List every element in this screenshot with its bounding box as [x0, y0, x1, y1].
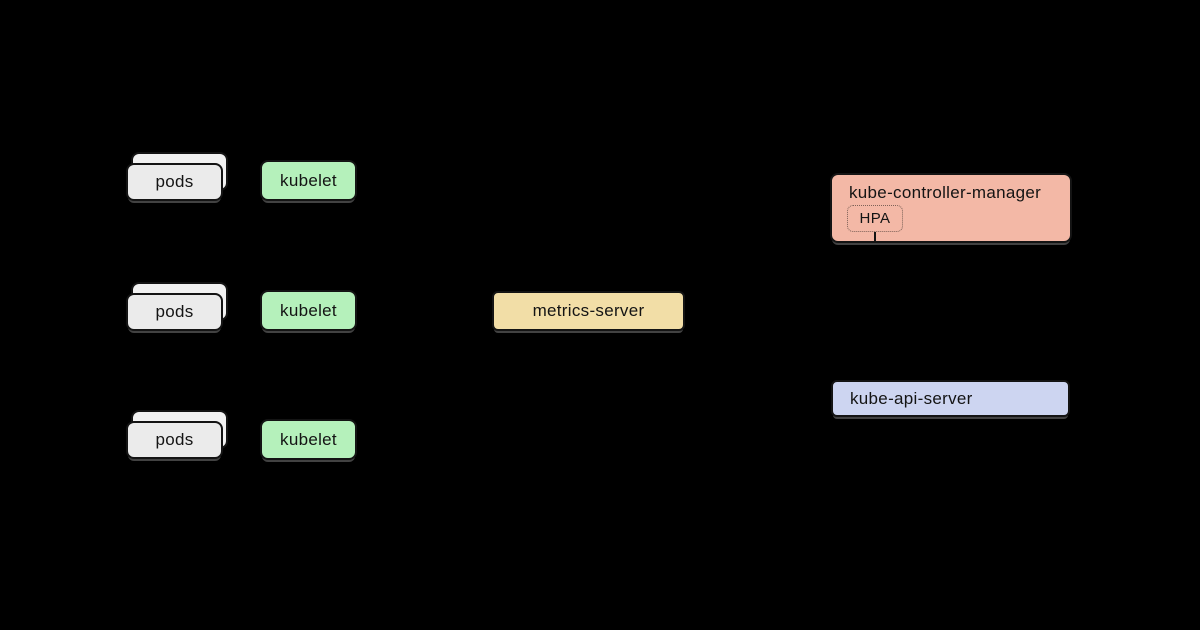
pods-card-front: pods — [126, 421, 223, 459]
pods-node: pods — [126, 282, 228, 332]
hpa-label: HPA — [859, 210, 891, 227]
kubelet-label: kubelet — [280, 300, 337, 320]
pods-label: pods — [155, 172, 194, 191]
kubelet-node: kubelet — [260, 419, 357, 460]
pods-label: pods — [155, 430, 194, 449]
pods-node: pods — [126, 152, 228, 202]
hpa-connector-line — [874, 232, 876, 241]
kubelet-label: kubelet — [280, 429, 337, 449]
kubelet-label: kubelet — [280, 170, 337, 190]
pods-card-front: pods — [126, 293, 223, 331]
pods-label: pods — [155, 302, 194, 321]
pods-card-front: pods — [126, 163, 223, 201]
metrics-server-node: metrics-server — [492, 291, 685, 331]
kube-controller-manager-node: kube-controller-manager HPA — [830, 173, 1072, 243]
kube-controller-manager-label: kube-controller-manager — [849, 183, 1042, 202]
kube-api-server-label: kube-api-server — [850, 388, 973, 408]
metrics-server-label: metrics-server — [532, 301, 645, 320]
hpa-node: HPA — [847, 205, 903, 232]
kube-api-server-node: kube-api-server — [831, 380, 1070, 417]
kubelet-node: kubelet — [260, 160, 357, 201]
pods-node: pods — [126, 410, 228, 460]
kubelet-node: kubelet — [260, 290, 357, 331]
